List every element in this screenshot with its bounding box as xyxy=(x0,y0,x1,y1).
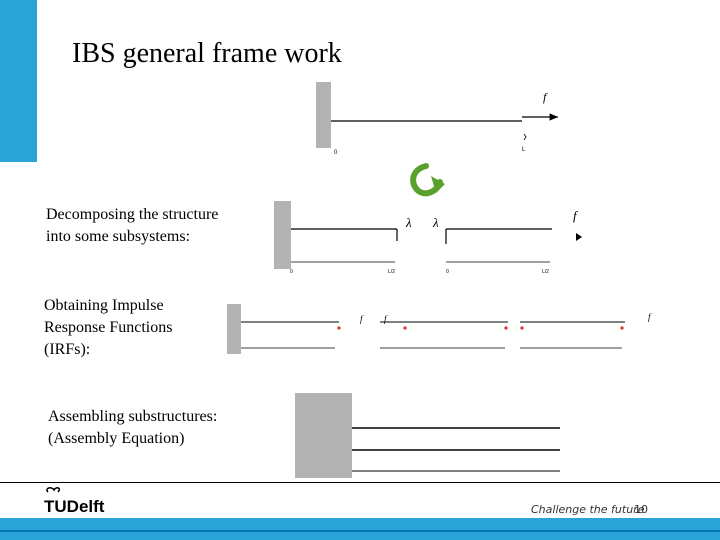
logo-text: TUDelft xyxy=(44,497,105,516)
step-caption-irf: Obtaining Impulse Response Functions (IR… xyxy=(44,295,172,361)
step-caption-assembly: Assembling substructures: (Assembly Equa… xyxy=(48,406,217,450)
excitation-point xyxy=(620,326,624,330)
tick-mark xyxy=(523,133,527,141)
caption-line: Decomposing the structure xyxy=(46,206,219,223)
slide-title: IBS general frame work xyxy=(72,38,342,69)
step-caption-decompose: Decomposing the structure into some subs… xyxy=(46,204,218,248)
caption-line: (Assembly Equation) xyxy=(48,430,185,447)
assembly-structure xyxy=(295,393,560,478)
accent-bar xyxy=(0,0,37,162)
tudelft-logo: TUDelft xyxy=(42,486,118,516)
axis-b-end: L/2 xyxy=(542,269,549,275)
caption-line: Response Functions xyxy=(44,319,173,336)
caption-line: Obtaining Impulse xyxy=(44,297,164,314)
irf-force-label-1: f xyxy=(360,314,364,324)
force-label: f xyxy=(573,208,579,223)
axis-a-end: L/2 xyxy=(388,269,395,275)
footer-slogan: Challenge the future xyxy=(531,503,645,516)
interface-force-label-b: λ xyxy=(432,215,439,230)
wall-support xyxy=(227,304,241,354)
assembly-block xyxy=(295,393,352,478)
green-transform-arrow-icon xyxy=(410,163,445,197)
force-label: f xyxy=(543,90,548,104)
footer-band xyxy=(0,518,720,540)
axis-b-origin: 0 xyxy=(446,269,449,275)
page-number: 10 xyxy=(634,503,648,516)
force-arrow-head xyxy=(576,233,582,241)
axis-a-origin: 0 xyxy=(290,269,293,275)
footer-band-line xyxy=(0,530,720,532)
length-label: L xyxy=(522,147,526,153)
caption-line: into some subsystems: xyxy=(46,228,191,245)
caption-line: Assembling substructures: xyxy=(48,408,218,425)
excitation-point xyxy=(403,326,407,330)
interface-force-label-a: λ xyxy=(405,215,412,230)
origin-label: 0 xyxy=(334,150,338,156)
irf-structures: f f f xyxy=(227,304,652,354)
wall-support xyxy=(274,201,291,269)
excitation-point xyxy=(520,326,524,330)
caption-line: (IRFs): xyxy=(44,341,91,358)
excitation-point xyxy=(337,326,341,330)
footer-divider xyxy=(0,482,720,483)
irf-force-label-2: f xyxy=(384,314,388,324)
decomposed-structure: λ λ f 0 L/2 0 L/2 xyxy=(274,201,582,275)
irf-force-label-3: f xyxy=(648,312,652,322)
excitation-point xyxy=(504,326,508,330)
full-structure: f 0 L xyxy=(316,82,558,156)
wall-support xyxy=(316,82,331,148)
